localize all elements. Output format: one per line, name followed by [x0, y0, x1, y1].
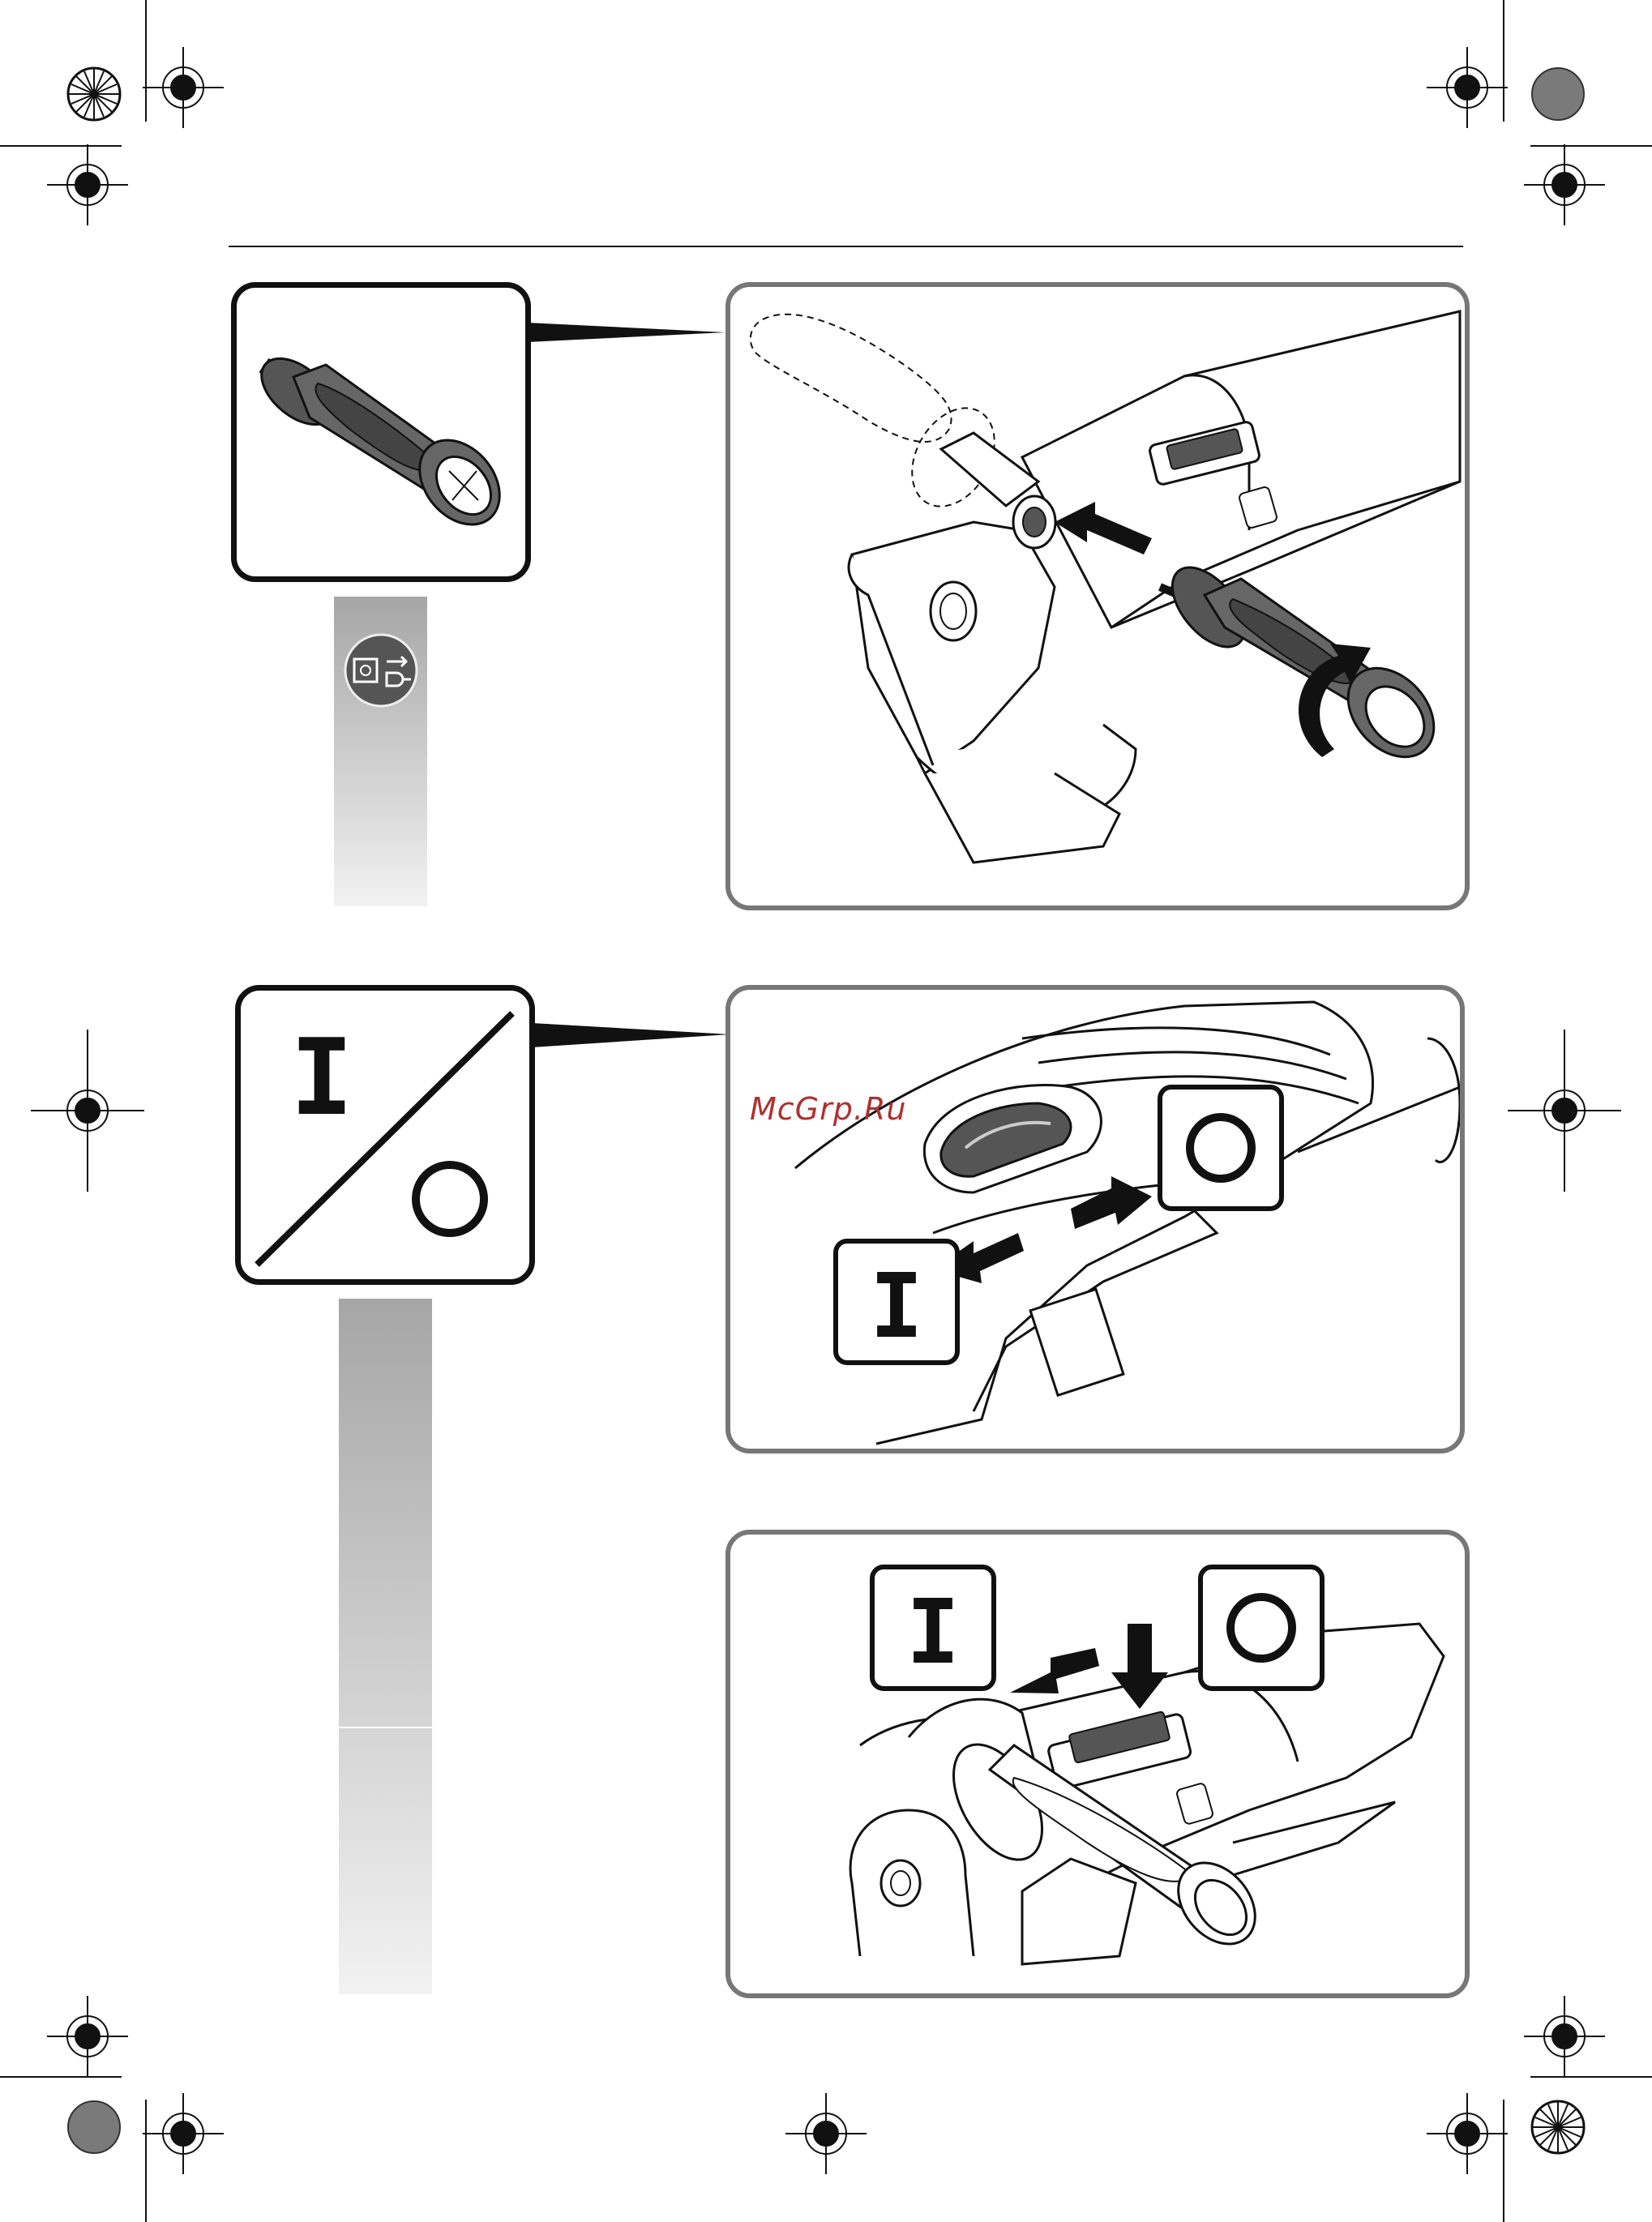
plug-disconnect-icon — [343, 632, 420, 709]
switch-on-label: I — [870, 1254, 923, 1358]
illustration-panel-switch-slide: I — [725, 985, 1465, 1454]
illustration-panel-switch-lock: I — [725, 1530, 1470, 1998]
auxiliary-handle-icon — [237, 288, 525, 576]
slide-on-arrow-2 — [1010, 1648, 1099, 1693]
off-symbol — [416, 1165, 484, 1233]
on-symbol: I — [290, 1016, 353, 1139]
grinder-top-housing — [795, 1002, 1460, 1444]
header-rule — [229, 246, 1463, 247]
lock-on-label: I — [906, 1580, 960, 1684]
handle-callout — [231, 282, 531, 582]
illustration-panel-handle — [725, 282, 1470, 910]
handle-installed — [1158, 554, 1451, 774]
sidebar-bar-2 — [339, 1299, 432, 1994]
on-off-callout: I — [235, 985, 535, 1285]
alt-handle-position — [751, 315, 1012, 521]
watermark-text: McGrp.Ru — [750, 1091, 906, 1127]
